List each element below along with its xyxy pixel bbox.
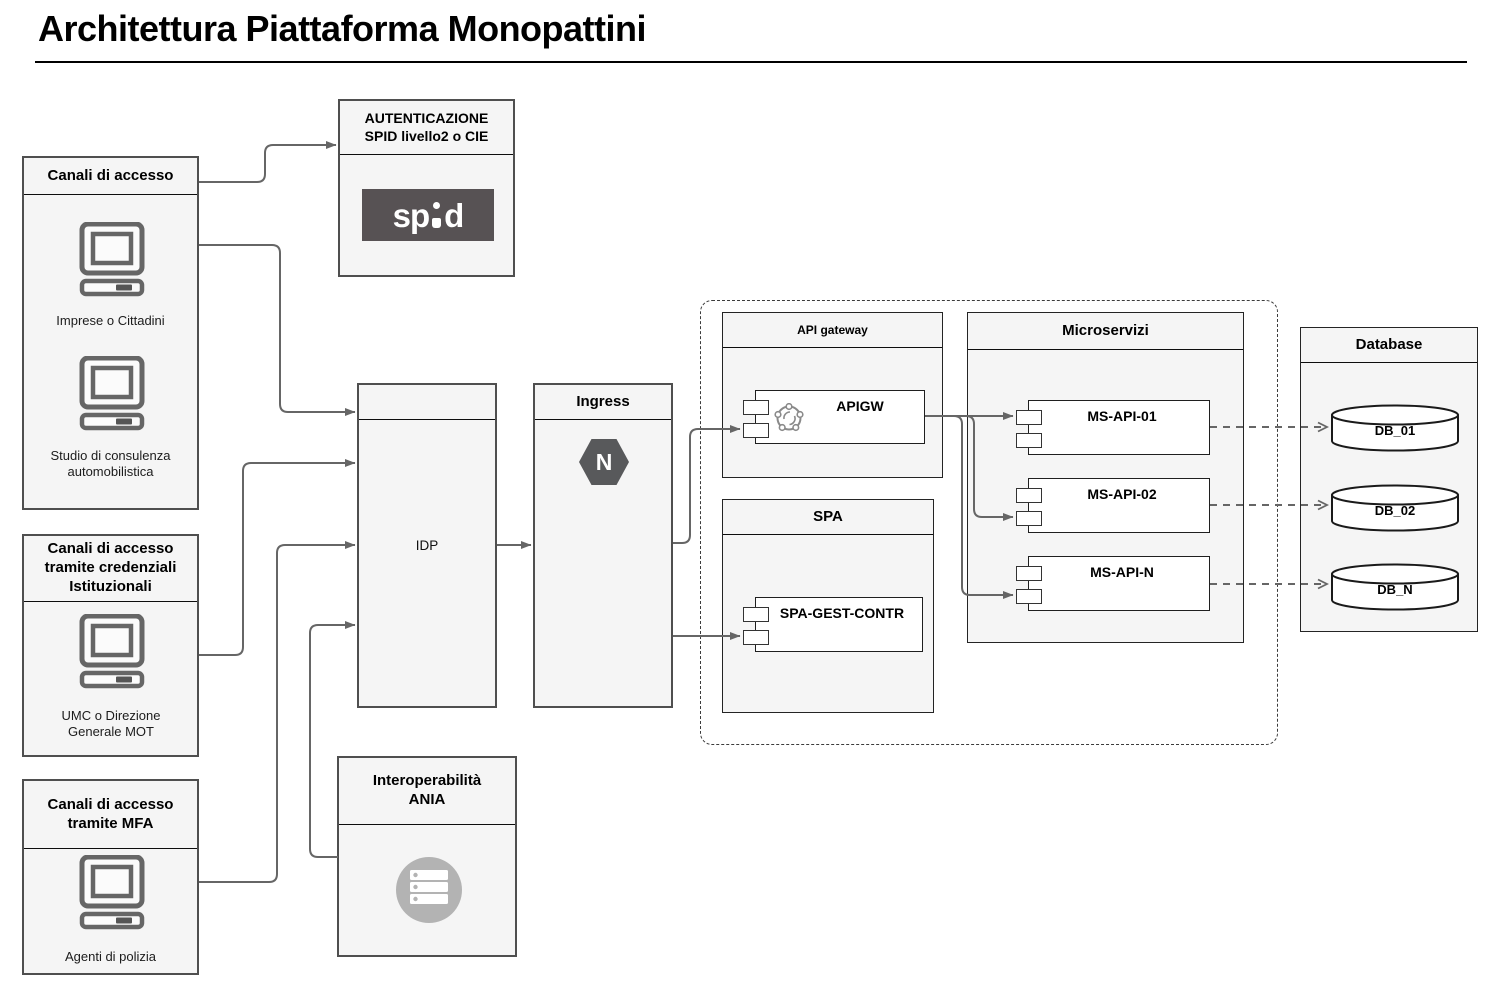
- component-port: [1016, 410, 1042, 425]
- component-port: [1016, 589, 1042, 604]
- node-header-label: SPA: [813, 507, 843, 525]
- device-label: Imprese o Cittadini: [56, 313, 165, 328]
- component-label: MS-API-02: [1087, 486, 1157, 502]
- page-title: Architettura Piattaforma Monopattini: [38, 8, 647, 49]
- db-label: DB_02: [1375, 503, 1415, 518]
- device-label: Studio di consulenza automobilistica: [50, 448, 171, 480]
- node-canali-mfa: Canali di accesso tramite MFA Agenti di …: [22, 779, 199, 975]
- gateway-mesh-icon: [774, 403, 804, 432]
- node-canali-di-accesso: Canali di accesso Imprese o Cittadini St…: [22, 156, 199, 510]
- component-port: [1016, 488, 1042, 503]
- node-header: API gateway: [723, 313, 942, 348]
- component-port: [743, 423, 769, 438]
- component-port: [1016, 566, 1042, 581]
- node-header-label: Interoperabilità ANIA: [372, 772, 482, 808]
- node-header: Canali di accesso tramite MFA: [24, 781, 197, 849]
- component-ms-api-02: MS-API-02: [1016, 478, 1210, 533]
- node-header: [359, 385, 495, 420]
- node-header: SPA: [723, 500, 933, 535]
- node-header-label: Canali di accesso: [47, 166, 174, 184]
- node-header-label: Microservizi: [1062, 321, 1149, 339]
- node-header-label: Database: [1355, 335, 1423, 353]
- edge-box1-to-idp: [199, 244, 356, 416]
- component-port: [743, 607, 769, 622]
- db-cylinder-dbn: DB_N: [1331, 563, 1459, 611]
- node-ingress: Ingress N: [533, 383, 673, 708]
- component-ms-api-01: MS-API-01: [1016, 400, 1210, 455]
- edge-canali-to-spid: [199, 141, 337, 183]
- nginx-icon-letter: N: [595, 448, 613, 475]
- node-header-label: API gateway: [797, 322, 868, 337]
- node-header-label: AUTENTICAZIONE SPID livello2 o CIE: [364, 110, 489, 144]
- computer-icon: [79, 614, 145, 689]
- component-label: APIGW: [836, 398, 884, 414]
- spid-logo-text-right: d: [444, 196, 464, 234]
- server-stack-icon: [396, 857, 462, 923]
- component-port: [743, 400, 769, 415]
- component-label: MS-API-N: [1090, 564, 1154, 580]
- edge-box2-to-idp: [199, 459, 356, 656]
- node-canali-credenziali-istituzionali: Canali di accesso tramite credenziali Is…: [22, 534, 199, 757]
- node-header: Ingress: [535, 385, 671, 420]
- computer-icon: [79, 222, 145, 297]
- node-idp: IDP: [357, 383, 497, 708]
- component-port: [1016, 511, 1042, 526]
- component-label: MS-API-01: [1087, 408, 1157, 424]
- node-header: Canali di accesso tramite credenziali Is…: [24, 536, 197, 602]
- component-label: SPA-GEST-CONTR: [779, 605, 905, 621]
- node-header-label: Canali di accesso tramite credenziali Is…: [44, 540, 177, 595]
- device-label: Agenti di polizia: [64, 949, 157, 964]
- component-apigw: APIGW: [743, 390, 925, 444]
- node-header-label: Ingress: [576, 392, 630, 410]
- edge-box3-to-idp: [199, 541, 356, 883]
- computer-icon: [79, 855, 145, 930]
- device-label: UMC o Direzione Generale MOT: [61, 708, 161, 740]
- db-label: DB_01: [1375, 423, 1415, 438]
- node-header: AUTENTICAZIONE SPID livello2 o CIE: [340, 101, 513, 155]
- component-ms-api-n: MS-API-N: [1016, 556, 1210, 611]
- node-header-label: Canali di accesso tramite MFA: [47, 795, 174, 832]
- computer-icon: [79, 356, 145, 431]
- node-database-group: Database DB_01 DB_02 DB_N: [1300, 327, 1478, 632]
- component-spa-gest-contr: SPA-GEST-CONTR: [743, 597, 923, 652]
- node-interoperabilita-ania: Interoperabilità ANIA: [337, 756, 517, 957]
- db-cylinder-db01: DB_01: [1331, 404, 1459, 452]
- idp-label: IDP: [415, 538, 439, 553]
- node-header: Interoperabilità ANIA: [339, 758, 515, 825]
- title-divider: [35, 61, 1467, 63]
- component-port: [743, 630, 769, 645]
- db-cylinder-db02: DB_02: [1331, 484, 1459, 532]
- spid-logo-text-left: sp: [392, 196, 431, 234]
- node-header: Canali di accesso: [24, 158, 197, 195]
- node-header: Database: [1301, 328, 1477, 363]
- component-port: [1016, 433, 1042, 448]
- spid-dot-glyph: [431, 200, 442, 230]
- nginx-icon: N: [579, 439, 629, 485]
- node-header: Microservizi: [968, 313, 1243, 350]
- db-label: DB_N: [1377, 582, 1412, 597]
